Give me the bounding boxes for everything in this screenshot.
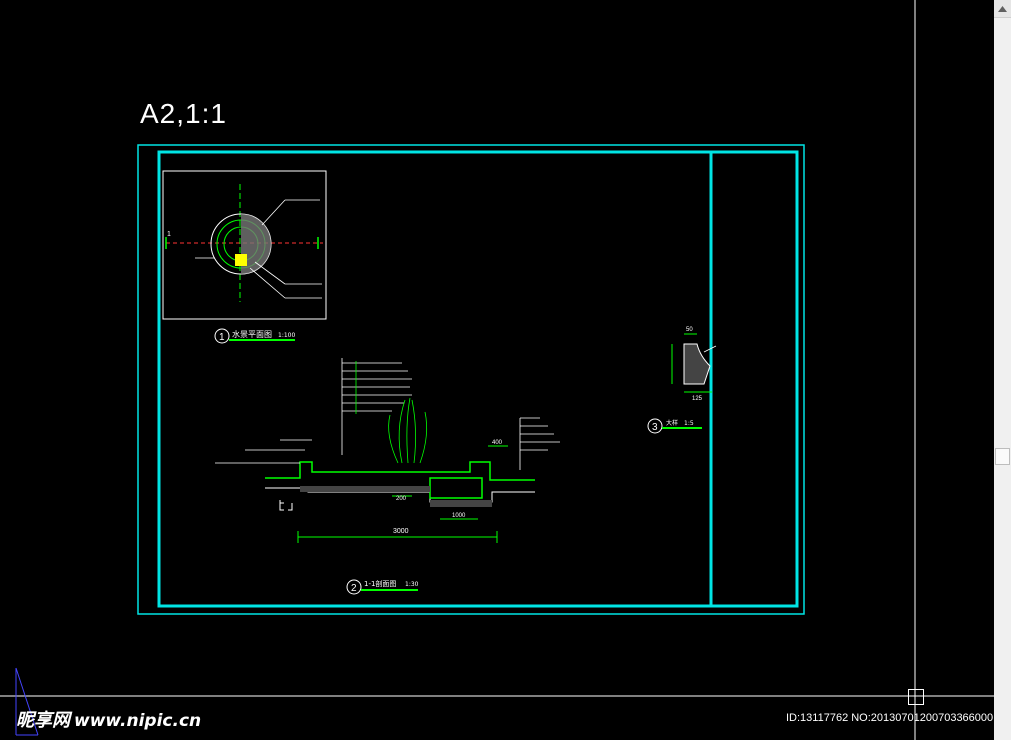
view2-number: 2 xyxy=(351,583,357,594)
view3-detail-drawing: 50 125 xyxy=(671,327,717,402)
view1-scale: 1:100 xyxy=(278,332,295,339)
sheet-outer-frame xyxy=(137,144,805,615)
dim-detail-top: 50 xyxy=(686,327,693,333)
view3-scale: 1:5 xyxy=(684,420,694,427)
view3-title: 大样 xyxy=(666,419,678,427)
dim-total: 3000 xyxy=(393,528,409,535)
view2-section-drawing: 3000 1000 200 400 xyxy=(215,358,560,543)
sheet-label: A2,1:1 xyxy=(140,98,227,129)
view1-title: 水景平面图 xyxy=(232,329,272,339)
scroll-up-button[interactable] xyxy=(994,0,1011,18)
watermark-site: www.nipic.cn xyxy=(74,711,202,731)
view2-scale: 1:30 xyxy=(405,581,419,588)
dim-wall: 400 xyxy=(492,440,503,446)
view3-number: 3 xyxy=(652,422,658,433)
scrollbar-thumb[interactable] xyxy=(995,448,1010,465)
view1-number: 1 xyxy=(219,332,225,343)
view2-title-tag: 2 1-1剖面图 1:30 xyxy=(346,579,419,595)
ucs-icon xyxy=(15,667,39,736)
view3-title-tag: 3 大样 1:5 xyxy=(647,418,702,434)
view2-title: 1-1剖面图 xyxy=(364,579,396,588)
view1-plan-drawing xyxy=(162,170,327,320)
view1-title-tag: 1 水景平面图 1:100 xyxy=(214,328,295,344)
watermark-brand: 昵享网 xyxy=(16,710,70,731)
vertical-scrollbar[interactable] xyxy=(994,0,1011,740)
sheet-inner-frame xyxy=(157,150,799,608)
dim-pool: 1000 xyxy=(452,513,466,519)
section-marker: 1 xyxy=(167,231,171,238)
dim-step: 200 xyxy=(396,496,407,502)
crosshair-pickbox xyxy=(908,689,924,705)
dim-detail-bottom: 125 xyxy=(692,396,703,402)
image-id: ID:13117762 NO:20130701200703366000 xyxy=(786,712,994,724)
triangle-up-icon xyxy=(998,5,1007,12)
